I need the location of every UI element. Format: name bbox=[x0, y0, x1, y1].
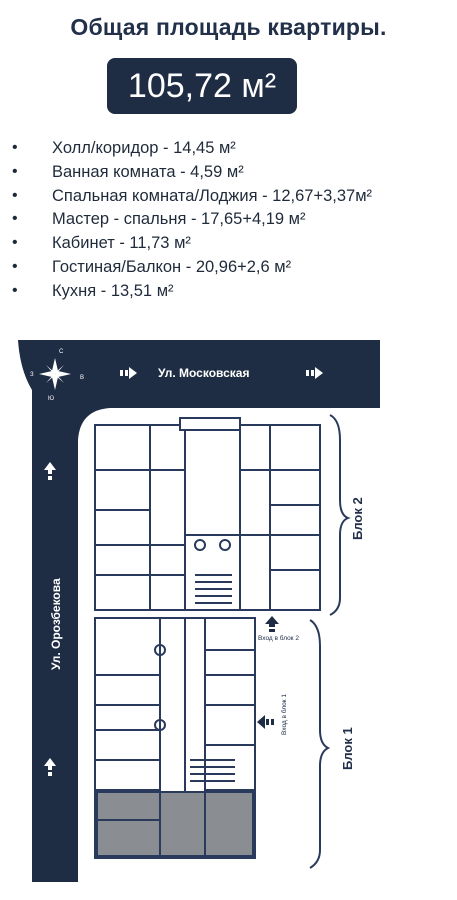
direction-arrow-icon bbox=[44, 462, 56, 776]
entrance-block-2: Вход в блок 2 bbox=[258, 634, 299, 642]
block-2-label: Блок 2 bbox=[350, 497, 365, 540]
total-area-badge: 105,72 м² bbox=[107, 58, 297, 114]
room-item-hall: • Холл/коридор - 14,45 м² bbox=[12, 138, 372, 162]
block-2-floorplan bbox=[94, 417, 321, 611]
room-list: • Холл/коридор - 14,45 м² • Ванная комната… bbox=[12, 138, 372, 305]
entrance-arrow-icon bbox=[257, 616, 279, 729]
bullet: • bbox=[12, 234, 18, 252]
room-label: Холл/коридор - 14,45 м² bbox=[52, 139, 236, 157]
road bbox=[18, 340, 380, 882]
room-item-bathroom: • Ванная комната - 4,59 м² bbox=[12, 162, 372, 186]
room-label: Кухня - 13,51 м² bbox=[52, 281, 174, 300]
bullet: • bbox=[12, 257, 18, 275]
compass-icon: С Ю З В bbox=[30, 349, 84, 402]
direction-arrow-icon bbox=[120, 367, 323, 379]
bullet: • bbox=[12, 139, 18, 156]
room-label: Кабинет - 11,73 м² bbox=[52, 234, 191, 253]
site-plan: С Ю З В Ул. Московская Ул. Орозбекова bbox=[18, 340, 380, 882]
room-item-study: • Кабинет - 11,73 м² bbox=[12, 233, 372, 257]
total-area-value: 105,72 м² bbox=[127, 66, 277, 105]
room-item-living: • Гостиная/Балкон - 20,96+2,6 м² bbox=[12, 257, 372, 281]
compass-south: Ю bbox=[48, 396, 54, 402]
entrance-block-1: Вход в блок 1 bbox=[280, 694, 288, 735]
compass-west: З bbox=[30, 372, 34, 378]
street-orozbekova: Ул. Орозбекова bbox=[49, 578, 63, 670]
block-1-label: Блок 1 bbox=[340, 727, 355, 770]
bullet: • bbox=[12, 210, 18, 228]
page-title: Общая площадь квартиры. bbox=[70, 14, 387, 40]
compass-north: С bbox=[59, 349, 64, 355]
room-label: Спальная комната/Лоджия - 12,67+3,37м² bbox=[52, 186, 373, 205]
block-2-bracket bbox=[329, 414, 351, 616]
room-item-master: • Мастер - спальня - 17,65+4,19 м² bbox=[12, 209, 372, 233]
selected-apartment bbox=[96, 791, 254, 857]
bullet: • bbox=[12, 281, 18, 299]
bullet: • bbox=[12, 186, 18, 204]
room-item-kitchen: • Кухня - 13,51 м² bbox=[12, 281, 372, 305]
street-moskovskaya: Ул. Московская bbox=[158, 366, 249, 380]
block-1-bracket bbox=[309, 619, 331, 869]
bullet: • bbox=[12, 162, 18, 180]
room-label: Мастер - спальня - 17,65+4,19 м² bbox=[52, 210, 306, 229]
compass-east: В bbox=[80, 375, 84, 381]
room-item-bedroom: • Спальная комната/Лоджия - 12,67+3,37м² bbox=[12, 186, 372, 210]
room-label: Гостиная/Балкон - 20,96+2,6 м² bbox=[52, 257, 292, 276]
room-label: Ванная комната - 4,59 м² bbox=[52, 162, 244, 181]
